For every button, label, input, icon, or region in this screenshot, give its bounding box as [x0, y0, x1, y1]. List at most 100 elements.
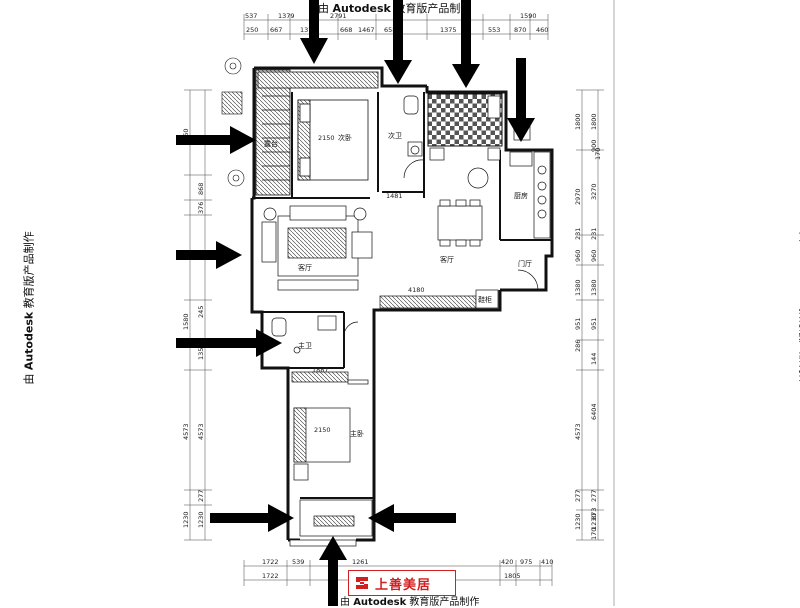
dim-right-4: 3270	[590, 183, 598, 200]
dim-right-7: 231	[590, 228, 598, 240]
bottom-balcony	[289, 499, 373, 547]
room-label-balcony: 露台	[264, 139, 278, 148]
dimension-text-right: 1800 1800 900 3270 2970 231 231 960 960 …	[574, 113, 602, 540]
dim-right-20: 873	[590, 508, 598, 520]
dim-top-12: 553	[488, 26, 500, 34]
dim-inner-living: 1481	[386, 192, 403, 200]
dim-top-10: 658	[384, 26, 396, 34]
arrow-top-4	[507, 58, 535, 142]
second-bath-fixtures	[403, 95, 425, 179]
dim-right-11: 1380	[590, 279, 598, 296]
dimension-lines-left	[184, 89, 212, 541]
brand-logo: 上善美居	[348, 570, 456, 596]
dim-top-14: 460	[536, 26, 548, 34]
dim-left-4: 1580	[182, 313, 190, 330]
dim-right-15: 144	[590, 353, 598, 365]
dim-inner-cabinet: 4180	[408, 286, 425, 294]
dim-bottom-2: 539	[292, 558, 304, 566]
dim-left-3: 376	[197, 202, 205, 214]
room-label-shoe-cabinet: 鞋柜	[478, 295, 492, 304]
dimension-text-left: 1560 868 376 1580 4573 4573 1230 1230 24…	[182, 128, 205, 528]
dim-bottom-1: 1722	[262, 558, 279, 566]
dim-right-1: 1800	[574, 113, 582, 130]
room-label-master-bedroom: 主卧	[350, 429, 364, 438]
dimension-lines-right	[576, 89, 604, 541]
dim-top-6: 667	[270, 26, 282, 34]
room-label-second-bedroom: 次卧	[338, 133, 352, 142]
dim-right-24: 170	[594, 148, 602, 160]
entry-door-swing	[517, 269, 539, 291]
room-label-dining: 客厅	[440, 255, 454, 264]
room-label-entry: 门厅	[518, 259, 532, 268]
dim-left-6: 4573	[197, 423, 205, 440]
dim-inner-bed-master: 2150	[314, 426, 331, 434]
dim-right-5: 2970	[574, 188, 582, 205]
dim-left-9: 245	[197, 306, 205, 318]
dim-top-13: 870	[514, 26, 526, 34]
dim-right-3: 900	[590, 140, 598, 152]
dimension-text-bottom: 1722 539 1261 420 975 410 1722 1805	[262, 558, 553, 580]
room-label-living: 客厅	[298, 263, 312, 272]
dim-bottom-7: 1722	[262, 572, 279, 580]
dim-right-9: 960	[590, 250, 598, 262]
annotation-arrows	[176, 0, 535, 606]
living-room-furniture	[261, 205, 373, 291]
dim-right-22: 1230	[590, 513, 598, 530]
arrow-left-4	[210, 504, 294, 532]
arrow-left-3	[176, 329, 282, 357]
dim-top-1: 537	[245, 12, 257, 20]
dim-bottom-8: 1805	[504, 572, 521, 580]
dim-right-18: 277	[590, 490, 598, 502]
dim-right-8: 960	[574, 250, 582, 262]
dim-top-3: 2791	[330, 12, 347, 20]
dim-bottom-4: 420	[501, 558, 513, 566]
utility-fixtures	[429, 95, 501, 189]
arrow-top-2	[384, 0, 412, 84]
master-bedroom-furniture	[291, 371, 369, 481]
second-bedroom-bed	[297, 99, 369, 181]
dim-right-21: 1230	[574, 513, 582, 530]
dim-right-12: 951	[574, 318, 582, 330]
dim-right-14: 286	[574, 340, 582, 352]
plant-icons	[221, 57, 245, 187]
dim-left-8: 1230	[197, 511, 205, 528]
dim-right-16: 6404	[590, 403, 598, 420]
dim-left-11: 277	[197, 490, 205, 502]
arrow-top-3	[452, 0, 480, 88]
dim-top-4: 1590	[520, 12, 537, 20]
dim-top-11: 1375	[440, 26, 457, 34]
dim-top-8: 668	[340, 26, 352, 34]
dimension-lines-bottom	[243, 560, 553, 586]
dim-bottom-6: 410	[541, 558, 553, 566]
watermark-top: 由 Autodesk 教育版产品制作	[318, 2, 472, 15]
dim-bottom-5: 975	[520, 558, 532, 566]
watermark-bottom: 由 Autodesk 教育版产品制作	[340, 597, 480, 608]
dim-left-10: 135	[197, 348, 205, 360]
brand-logo-text: 上善美居	[375, 578, 432, 593]
dim-right-17: 4573	[574, 423, 582, 440]
dim-left-5: 4573	[182, 423, 190, 440]
dim-right-13: 951	[590, 318, 598, 330]
dimension-text-top: 537 1379 2791 1590 250 667 1379 668 1467…	[245, 12, 548, 34]
dim-left-2: 868	[197, 183, 205, 195]
dim-right-23: 170	[590, 528, 598, 540]
dining-table	[437, 199, 483, 247]
arrow-right-1	[368, 504, 456, 532]
arrow-left-1	[176, 126, 256, 154]
room-label-second-bath: 次卫	[388, 131, 402, 140]
dim-inner-wardrobe: 1887	[312, 366, 329, 374]
dim-top-2: 1379	[278, 12, 295, 20]
dim-top-7: 1379	[300, 26, 317, 34]
dim-right-19: 277	[574, 490, 582, 502]
dim-right-10: 1380	[574, 279, 582, 296]
dim-top-5: 250	[246, 26, 258, 34]
room-label-master-bath: 主卫	[298, 341, 312, 350]
dim-top-9: 1467	[358, 26, 375, 34]
walls	[250, 66, 554, 542]
dim-right-2: 1800	[590, 113, 598, 130]
brand-logo-icon	[356, 577, 368, 589]
shoe-cabinet	[475, 289, 499, 309]
arrow-left-2	[176, 241, 242, 269]
storage-cabinet	[379, 295, 477, 309]
